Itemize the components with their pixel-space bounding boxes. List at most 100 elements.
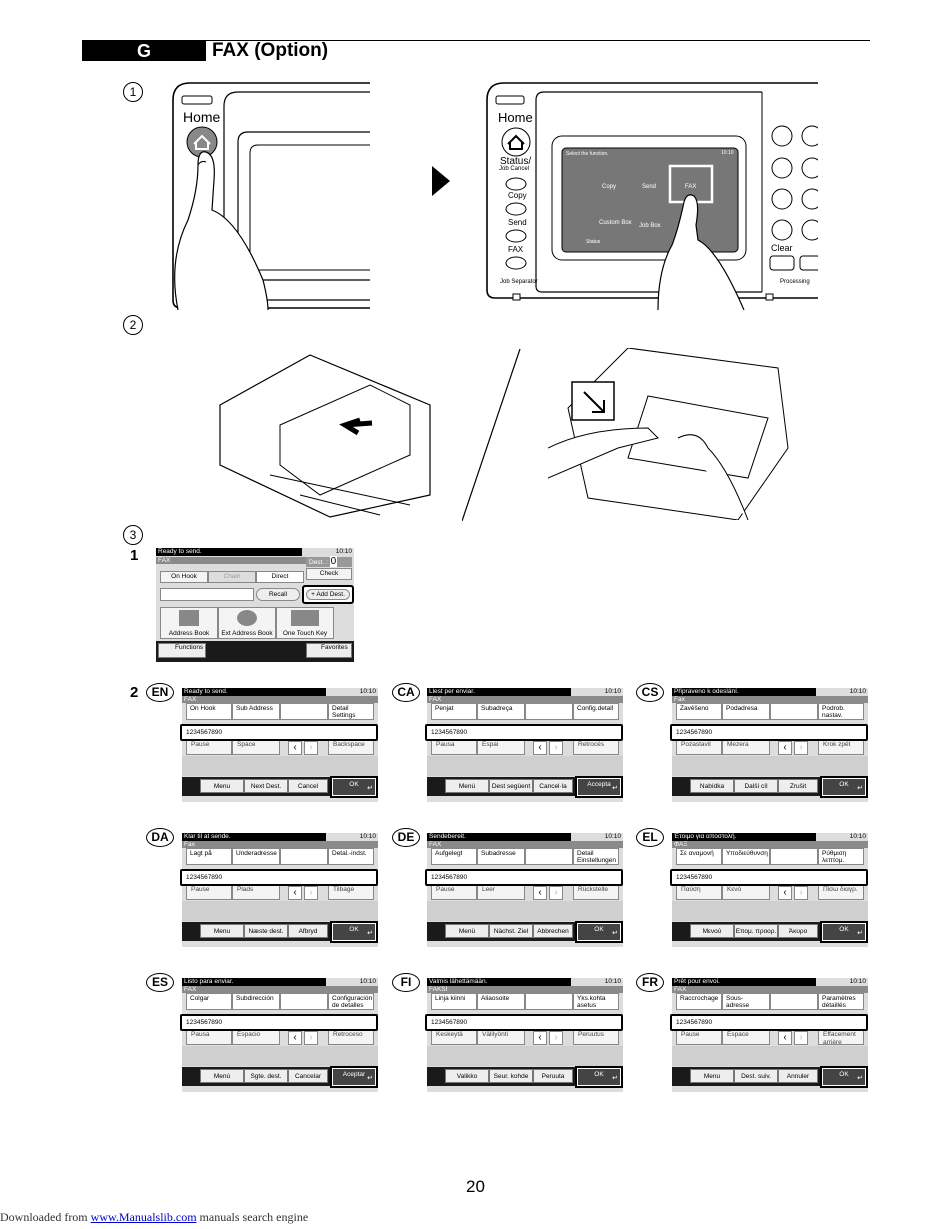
cursor-left-icon[interactable]: ‹ bbox=[288, 741, 302, 755]
manualslib-link[interactable]: www.Manualslib.com bbox=[90, 1210, 197, 1224]
space-button[interactable]: Leer bbox=[477, 886, 525, 900]
pause-button[interactable]: Pause bbox=[186, 741, 232, 755]
cursor-right-icon[interactable]: › bbox=[304, 1031, 318, 1045]
backspace-button[interactable]: Krok zpět bbox=[818, 741, 864, 755]
top-option-button[interactable] bbox=[770, 703, 818, 720]
top-option-button[interactable]: Subadresse bbox=[477, 848, 525, 865]
ok-button[interactable]: OK↵ bbox=[575, 1066, 623, 1088]
top-option-button[interactable]: Aliaosoite bbox=[477, 993, 525, 1010]
cursor-right-icon[interactable]: › bbox=[304, 741, 318, 755]
top-option-button[interactable]: Subdirección bbox=[232, 993, 280, 1010]
top-option-button[interactable]: Linja kiinni bbox=[431, 993, 477, 1010]
top-option-button[interactable] bbox=[525, 703, 573, 720]
menu-button[interactable]: Valikko bbox=[445, 1069, 489, 1083]
cancel-button[interactable]: Peruuta bbox=[533, 1069, 573, 1083]
top-option-button[interactable]: Subadreça bbox=[477, 703, 525, 720]
space-button[interactable]: Espai bbox=[477, 741, 525, 755]
cursor-right-icon[interactable]: › bbox=[794, 1031, 808, 1045]
cursor-right-icon[interactable]: › bbox=[794, 741, 808, 755]
pause-button[interactable]: Pause bbox=[186, 886, 232, 900]
space-button[interactable]: Mezera bbox=[722, 741, 770, 755]
cancel-button[interactable]: Cancelar bbox=[288, 1069, 328, 1083]
address-book-tile[interactable]: Address Book bbox=[160, 607, 218, 639]
cancel-button[interactable]: Zrušit bbox=[778, 779, 818, 793]
cursor-left-icon[interactable]: ‹ bbox=[533, 741, 547, 755]
space-button[interactable]: Espacio bbox=[232, 1031, 280, 1045]
menu-button[interactable]: Menu bbox=[690, 1069, 734, 1083]
pause-button[interactable]: Pausa bbox=[186, 1031, 232, 1045]
next-dest-button[interactable]: Next Dest. bbox=[244, 779, 288, 793]
pause-button[interactable]: Pausa bbox=[431, 741, 477, 755]
cancel-button[interactable]: Άκυρο bbox=[778, 924, 818, 938]
top-option-button[interactable]: Podadresa bbox=[722, 703, 770, 720]
top-option-button[interactable]: Detail Einstellungen bbox=[573, 848, 619, 865]
top-option-button[interactable]: Sous-adresse bbox=[722, 993, 770, 1010]
top-option-button[interactable] bbox=[280, 848, 328, 865]
add-dest-button[interactable]: + Add Dest. bbox=[306, 589, 350, 600]
cursor-left-icon[interactable]: ‹ bbox=[288, 1031, 302, 1045]
fax-number-field[interactable]: 1234567890 bbox=[425, 724, 623, 741]
next-dest-button[interactable]: Seur. kohde bbox=[489, 1069, 533, 1083]
next-dest-button[interactable]: Další cíl bbox=[734, 779, 778, 793]
fax-number-field[interactable]: 1234567890 bbox=[670, 1014, 868, 1031]
backspace-button[interactable]: Effacement arrière bbox=[818, 1031, 864, 1045]
top-option-button[interactable] bbox=[770, 848, 818, 865]
menu-button[interactable]: Menu bbox=[200, 779, 244, 793]
cursor-right-icon[interactable]: › bbox=[549, 741, 563, 755]
cancel-button[interactable]: Cancel bbox=[288, 779, 328, 793]
cursor-right-icon[interactable]: › bbox=[794, 886, 808, 900]
next-dest-button[interactable]: Sgte. dest. bbox=[244, 1069, 288, 1083]
top-option-button[interactable]: Configuración de detalles bbox=[328, 993, 374, 1010]
top-option-button[interactable] bbox=[525, 848, 573, 865]
dest-input[interactable] bbox=[160, 588, 254, 601]
cancel-button[interactable]: Cancel·la bbox=[533, 779, 573, 793]
top-option-button[interactable] bbox=[280, 703, 328, 720]
top-option-button[interactable] bbox=[280, 993, 328, 1010]
menu-button[interactable]: Μενού bbox=[690, 924, 734, 938]
ok-button[interactable]: OK↵ bbox=[330, 921, 378, 943]
next-dest-button[interactable]: Næste dest. bbox=[244, 924, 288, 938]
fax-number-field[interactable]: 1234567890 bbox=[425, 869, 623, 886]
top-option-button[interactable]: Podrob. nastav. bbox=[818, 703, 864, 720]
backspace-button[interactable]: Peruutus bbox=[573, 1031, 619, 1045]
top-option-button[interactable]: Yks.kohta asetus bbox=[573, 993, 619, 1010]
ok-button[interactable]: OK↵ bbox=[820, 1066, 868, 1088]
cursor-right-icon[interactable]: › bbox=[304, 886, 318, 900]
fax-number-field[interactable]: 1234567890 bbox=[180, 869, 378, 886]
top-option-button[interactable] bbox=[525, 993, 573, 1010]
cancel-button[interactable]: Annuler bbox=[778, 1069, 818, 1083]
fax-number-field[interactable]: 1234567890 bbox=[670, 869, 868, 886]
pause-button[interactable]: Pozastavit bbox=[676, 741, 722, 755]
top-option-button[interactable]: Ρύθμιση λεπτομ. bbox=[818, 848, 864, 865]
fax-number-field[interactable]: 1234567890 bbox=[180, 724, 378, 741]
cursor-left-icon[interactable]: ‹ bbox=[288, 886, 302, 900]
top-option-button[interactable]: Detail Settings bbox=[328, 703, 374, 720]
top-option-button[interactable]: Underadresse bbox=[232, 848, 280, 865]
top-option-button[interactable]: Penjat bbox=[431, 703, 477, 720]
ok-button[interactable]: OK↵ bbox=[820, 921, 868, 943]
tile-fax[interactable]: FAX bbox=[685, 184, 697, 190]
cursor-left-icon[interactable]: ‹ bbox=[778, 886, 792, 900]
space-button[interactable]: Espace bbox=[722, 1031, 770, 1045]
backspace-button[interactable]: Rückstelle bbox=[573, 886, 619, 900]
ext-address-book-tile[interactable]: Ext Address Book bbox=[218, 607, 276, 639]
functions-button[interactable]: Functions bbox=[158, 643, 206, 658]
ok-button[interactable]: OK↵ bbox=[575, 921, 623, 943]
pause-button[interactable]: Pause bbox=[431, 886, 477, 900]
ok-button[interactable]: Aceptar↵ bbox=[330, 1066, 378, 1088]
next-dest-button[interactable]: Nächst. Ziel bbox=[489, 924, 533, 938]
check-button[interactable]: Check bbox=[306, 568, 352, 580]
favorites-button[interactable]: Favorites bbox=[306, 643, 352, 658]
ok-button[interactable]: Accepta↵ bbox=[575, 776, 623, 798]
top-option-button[interactable]: Zavěšeno bbox=[676, 703, 722, 720]
top-option-button[interactable]: Paramètres détaillés bbox=[818, 993, 864, 1010]
fax-number-field[interactable]: 1234567890 bbox=[670, 724, 868, 741]
space-button[interactable]: Välilyönti bbox=[477, 1031, 525, 1045]
space-button[interactable]: Κενό bbox=[722, 886, 770, 900]
recall-button[interactable]: Recall bbox=[256, 588, 300, 601]
ok-button[interactable]: OK↵ bbox=[820, 776, 868, 798]
menu-button[interactable]: Menu bbox=[200, 924, 244, 938]
top-option-button[interactable]: Sub Address bbox=[232, 703, 280, 720]
pause-button[interactable]: Keskeytä bbox=[431, 1031, 477, 1045]
menu-button[interactable]: Nabídka bbox=[690, 779, 734, 793]
